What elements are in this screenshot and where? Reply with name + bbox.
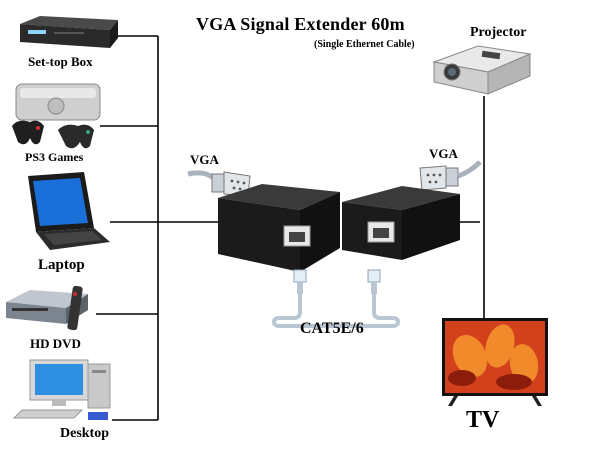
vga-connector-right-icon	[419, 160, 482, 191]
vga-right-label: VGA	[429, 146, 458, 161]
desktop-computer-icon	[12, 359, 111, 420]
transmitter-box-icon	[218, 184, 340, 272]
game-console-icon	[12, 83, 101, 149]
ps3-label: PS3 Games	[25, 150, 84, 164]
set-top-box-label: Set-top Box	[28, 54, 93, 69]
receiver-box-icon	[342, 186, 460, 260]
diagram-subtitle: (Single Ethernet Cable)	[314, 39, 415, 50]
cable-label: CAT5E/6	[300, 320, 364, 337]
tv-icon	[442, 318, 548, 406]
tv-label: TV	[466, 407, 500, 433]
hddvd-label: HD DVD	[30, 336, 81, 351]
laptop-label: Laptop	[38, 257, 85, 273]
rj45-plug-right-icon	[367, 269, 381, 294]
rj45-plug-left-icon	[293, 269, 307, 294]
projector-icon	[432, 45, 532, 95]
desktop-label: Desktop	[60, 426, 110, 441]
set-top-box-icon	[20, 16, 118, 48]
ethernet-cable	[271, 290, 401, 328]
projector-label: Projector	[470, 25, 527, 40]
laptop-icon	[28, 172, 110, 250]
diagram-title: VGA Signal Extender 60m	[196, 14, 405, 34]
vga-left-label: VGA	[190, 152, 219, 167]
dvd-player-icon	[6, 285, 88, 331]
